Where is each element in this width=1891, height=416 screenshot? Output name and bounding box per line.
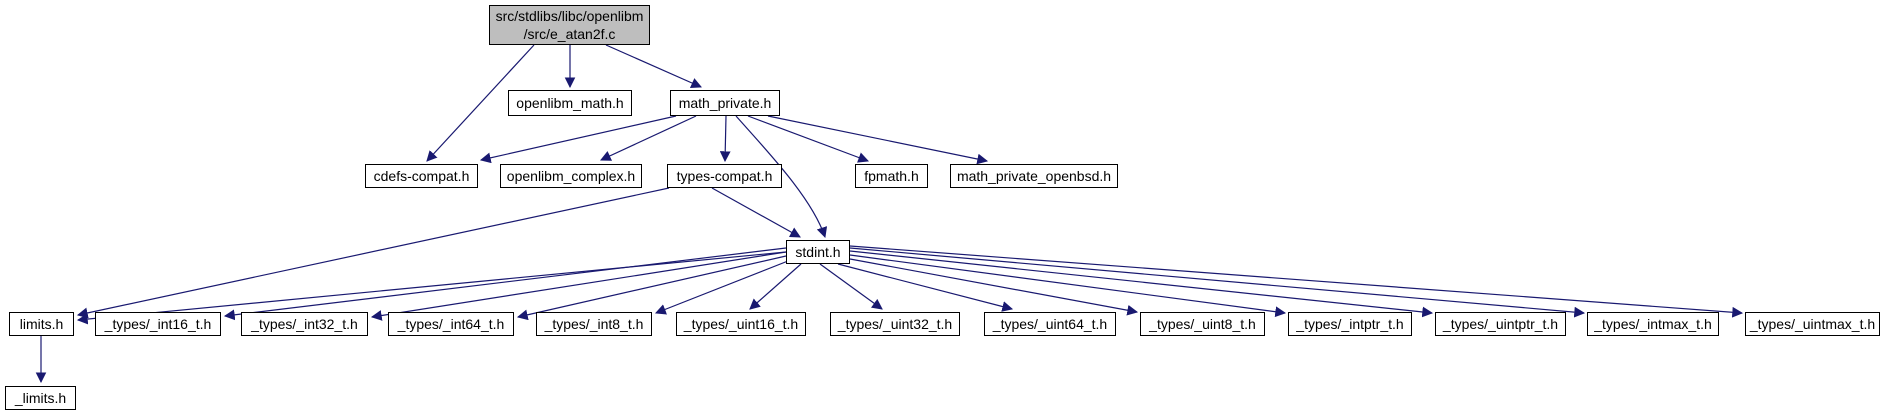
edge-stdint-int32 xyxy=(370,251,787,321)
edge-types-compat-stdint xyxy=(711,187,801,238)
node-limits-h[interactable]: limits.h xyxy=(9,312,74,336)
node-types-int8-t-h[interactable]: _types/_int8_t.h xyxy=(536,312,652,336)
edge-stdint-uint16 xyxy=(749,263,802,310)
node-openlibm-math-h[interactable]: openlibm_math.h xyxy=(508,90,632,116)
node-types-uintmax-t-h[interactable]: _types/_uintmax_t.h xyxy=(1745,312,1880,336)
node-openlibm-complex-h[interactable]: openlibm_complex.h xyxy=(500,164,642,188)
node-limits-impl-h[interactable]: _limits.h xyxy=(5,386,76,410)
node-src-e-atan2f-c-label-line1: src/stdlibs/libc/openlibm xyxy=(495,8,644,24)
node-types-uint8-t-h[interactable]: _types/_uint8_t.h xyxy=(1140,312,1265,336)
edge-stdint-uint8 xyxy=(849,258,1139,316)
edge-main-math-private xyxy=(605,44,702,89)
edge-stdint-uintptr xyxy=(849,250,1434,318)
node-types-int16-t-h[interactable]: _types/_int16_t.h xyxy=(95,312,221,336)
node-fpmath-h[interactable]: fpmath.h xyxy=(855,164,928,188)
node-stdint-h[interactable]: stdint.h xyxy=(786,240,850,264)
node-types-uint16-t-h[interactable]: _types/_uint16_t.h xyxy=(676,312,806,336)
node-types-intptr-t-h[interactable]: _types/_intptr_t.h xyxy=(1288,312,1412,336)
edge-stdint-intptr xyxy=(849,254,1287,318)
edge-math-private-stdint xyxy=(735,115,828,239)
edge-stdint-limits xyxy=(76,251,787,325)
node-src-e-atan2f-c-label-line2: /src/e_atan2f.c xyxy=(523,26,616,42)
edge-stdint-uint32 xyxy=(819,263,883,310)
edge-math-private-math-private-openbsd xyxy=(767,115,989,165)
edge-stdint-int16 xyxy=(223,247,787,321)
edge-math-private-cdefs-compat xyxy=(479,115,677,164)
edge-math-private-openlibm-complex xyxy=(600,115,697,161)
node-types-int64-t-h[interactable]: _types/_int64_t.h xyxy=(388,312,514,336)
node-math-private-h[interactable]: math_private.h xyxy=(670,90,780,116)
node-types-intmax-t-h[interactable]: _types/_intmax_t.h xyxy=(1587,312,1719,336)
edge-math-private-fpmath xyxy=(747,115,870,163)
edge-main-cdefs-compat xyxy=(426,44,535,162)
node-math-private-openbsd-h[interactable]: math_private_openbsd.h xyxy=(950,164,1118,188)
node-types-uintptr-t-h[interactable]: _types/_uintptr_t.h xyxy=(1435,312,1566,336)
edge-types-compat-limits xyxy=(76,187,670,319)
node-src-e-atan2f-c[interactable]: src/stdlibs/libc/openlibm /src/e_atan2f.… xyxy=(489,5,650,45)
edge-stdint-intmax xyxy=(849,247,1586,318)
node-types-int32-t-h[interactable]: _types/_int32_t.h xyxy=(241,312,368,336)
node-types-uint32-t-h[interactable]: _types/_uint32_t.h xyxy=(830,312,960,336)
edge-math-private-types-compat xyxy=(719,115,731,163)
edge-stdint-uint64 xyxy=(837,263,1014,312)
edge-stdint-int64 xyxy=(516,255,787,321)
node-types-uint64-t-h[interactable]: _types/_uint64_t.h xyxy=(984,312,1116,336)
node-types-compat-h[interactable]: types-compat.h xyxy=(667,164,782,188)
edge-stdint-uintmax xyxy=(849,245,1744,318)
edge-stdint-int8 xyxy=(654,260,789,315)
node-cdefs-compat-h[interactable]: cdefs-compat.h xyxy=(365,164,478,188)
